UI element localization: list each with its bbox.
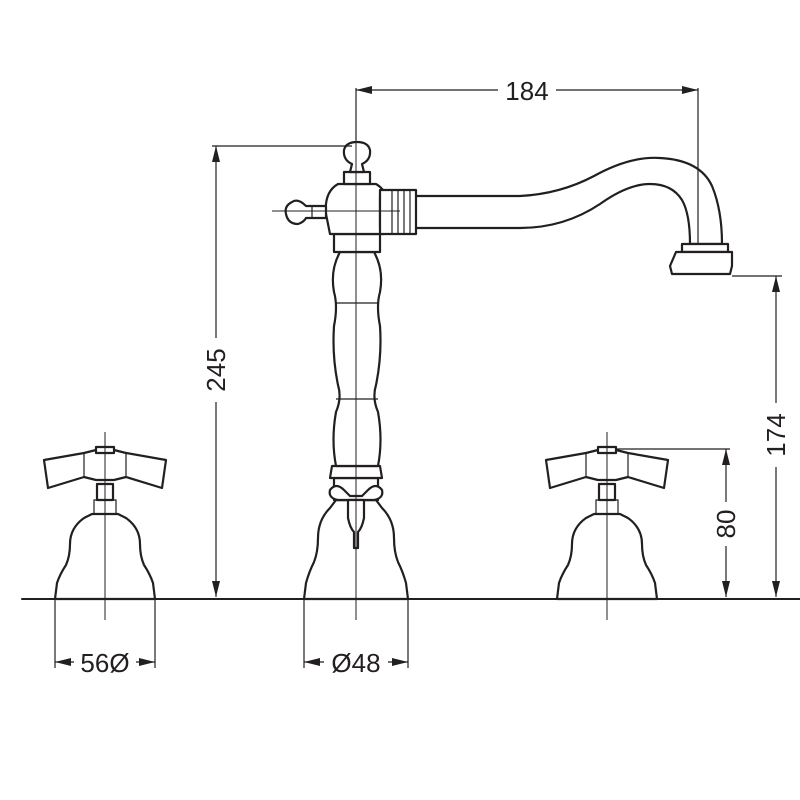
spout-pipe-collar-rings <box>391 190 411 234</box>
spout-head-neck <box>342 170 372 186</box>
diverter-knob <box>328 484 384 502</box>
dimension-handle-height: 80 <box>616 448 742 597</box>
dimension-handle-base-diameter: 56Ø <box>54 599 156 678</box>
overall-height-label: 245 <box>201 348 231 391</box>
spout-outlet-height-label: 174 <box>761 413 791 456</box>
dimension-spout-reach: 184 <box>355 74 699 244</box>
handle-height-label: 80 <box>711 510 741 539</box>
right-valve <box>544 432 670 620</box>
spout-upper-collar <box>332 232 382 254</box>
spout-outlet-ring <box>680 242 730 254</box>
dimension-overall-height: 245 <box>199 145 352 597</box>
side-handle <box>284 199 328 226</box>
spout-pipe <box>378 156 724 246</box>
left-valve <box>42 432 168 620</box>
right-valve-hub <box>585 453 629 477</box>
spout-base-diameter-label: Ø48 <box>331 648 380 678</box>
spout-reach-label: 184 <box>505 76 548 106</box>
handle-base-diameter-label: 56Ø <box>80 648 129 678</box>
spout-head <box>324 182 390 236</box>
dimension-spout-base-diameter: Ø48 <box>303 599 409 678</box>
spout-assembly <box>272 88 734 620</box>
left-valve-hub <box>83 453 127 477</box>
spout-aerator <box>668 250 734 276</box>
top-knob <box>342 140 372 174</box>
spout-column <box>331 250 383 468</box>
dimension-spout-outlet-height: 174 <box>732 275 793 597</box>
